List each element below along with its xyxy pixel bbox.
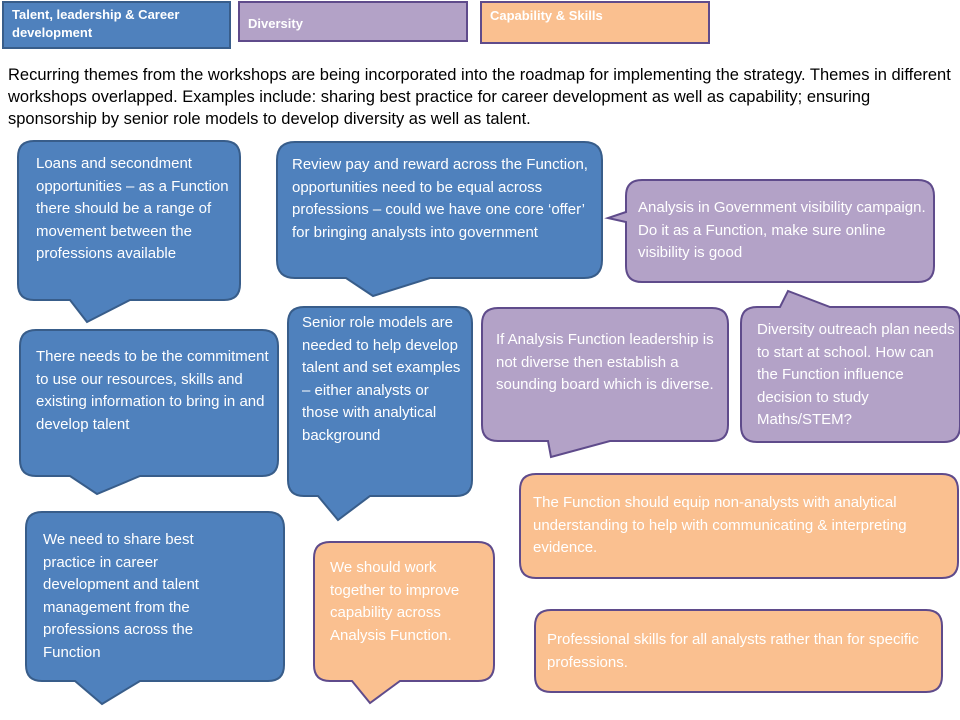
bubble-shape-visibility	[604, 179, 935, 283]
bubble-text-loans: Loans and secondment opportunities – as …	[36, 155, 229, 262]
bubble-shape-sounding-board	[481, 307, 729, 459]
legend-diversity: Diversity	[238, 1, 468, 42]
bubble-shape-loans	[17, 140, 241, 324]
bubble-text-role-models: Senior role models are needed to help de…	[302, 314, 461, 444]
bubble-shape-professional-skills	[534, 609, 943, 693]
bubble-shape-work-together	[313, 541, 495, 705]
bubble-text-outreach: Diversity outreach plan needs to start a…	[757, 321, 955, 428]
bubble-text-equip: The Function should equip non-analysts w…	[533, 494, 907, 556]
bubble-text-pay: Review pay and reward across the Functio…	[292, 156, 588, 241]
bubble-text-professional-skills: Professional skills for all analysts rat…	[547, 631, 919, 671]
bubble-text-work-together: We should work together to improve capab…	[330, 559, 460, 644]
bubble-shape-commitment	[19, 329, 279, 496]
bubble-text-commitment: There needs to be the commitment to use …	[36, 348, 269, 433]
bubble-shape-role-models	[287, 306, 473, 522]
bubble-shape-outreach	[740, 289, 960, 443]
bubble-text-share-practice: We need to share best practice in career…	[43, 531, 199, 661]
bubble-shape-pay	[276, 141, 603, 298]
bubble-text-sounding-board: If Analysis Function leadership is not d…	[496, 331, 714, 393]
legend-talent-leadership-career: Talent, leadership & Career development	[2, 1, 231, 49]
bubble-text-visibility: Analysis in Government visibility campai…	[638, 199, 926, 261]
legend-capability-skills: Capability & Skills	[480, 1, 710, 44]
bubble-shape-share-practice	[25, 511, 285, 706]
intro-text: Recurring themes from the workshops are …	[8, 66, 951, 128]
bubble-shape-equip	[519, 473, 959, 579]
